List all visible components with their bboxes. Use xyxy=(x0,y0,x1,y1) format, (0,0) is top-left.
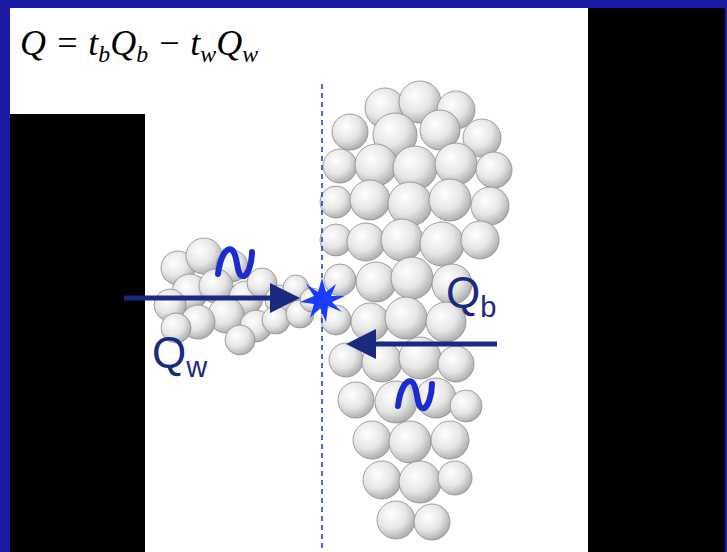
subscript: b xyxy=(98,41,110,67)
formula: Q = tbQb − twQw xyxy=(20,22,258,64)
symbol-text: Q xyxy=(110,23,136,63)
black-band-right xyxy=(588,8,725,552)
symbol-text: Q xyxy=(446,268,480,317)
subscript: w xyxy=(242,41,258,67)
symbol-text: Q = t xyxy=(20,23,98,63)
wave-symbol xyxy=(398,381,432,408)
subscript: b xyxy=(480,291,496,323)
subscript: w xyxy=(186,351,207,383)
black-band-left xyxy=(10,114,145,552)
symbol-text: Q xyxy=(152,328,186,377)
projectile-arrow xyxy=(124,296,290,301)
symbol-text: Q xyxy=(216,23,242,63)
collision-star xyxy=(300,278,345,322)
wave-symbol xyxy=(218,249,252,276)
subscript: w xyxy=(200,41,216,67)
target-arrow xyxy=(356,342,497,347)
contact-plane xyxy=(321,84,323,552)
subscript: b xyxy=(136,41,148,67)
charge-label: Qw xyxy=(152,328,207,378)
charge-label: Qb xyxy=(446,268,496,318)
symbol-text: − t xyxy=(148,23,200,63)
nucleon-spheres xyxy=(154,81,512,540)
